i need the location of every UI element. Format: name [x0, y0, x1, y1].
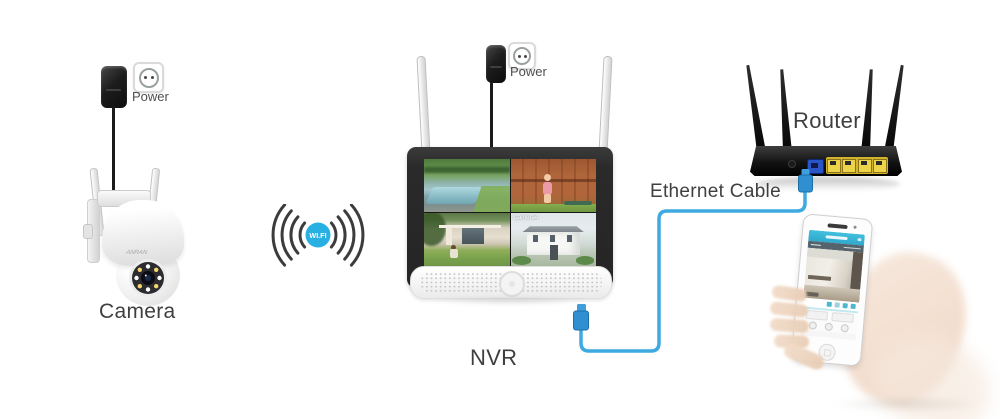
feed-detail — [510, 178, 596, 182]
app-header-action — [857, 238, 862, 241]
record-icon — [834, 302, 840, 308]
audio-icon — [842, 303, 848, 309]
nvr-antenna-right — [598, 55, 613, 155]
feed-detail — [564, 201, 592, 206]
feed-detail — [532, 235, 538, 243]
router-lan-ports — [826, 157, 888, 174]
status-text-left — [810, 243, 821, 246]
lan-port — [827, 158, 842, 173]
feed-detail — [575, 256, 595, 265]
control-button — [840, 323, 850, 333]
feed-detail — [549, 235, 555, 243]
feed-detail — [808, 274, 831, 281]
outlet-hole — [151, 76, 154, 80]
feed-detail — [461, 228, 484, 244]
nvr-antenna-left — [416, 55, 431, 155]
feed-detail — [424, 167, 510, 174]
router-antenna-4 — [884, 64, 907, 152]
camera-mount-knob — [83, 224, 93, 239]
outlet-hole — [518, 55, 521, 59]
feed-detail — [566, 235, 572, 243]
wifi-symbol: WI.FI — [271, 204, 365, 267]
nvr-power-adapter — [486, 45, 506, 83]
lan-port — [857, 158, 872, 173]
phone-earpiece — [827, 223, 848, 230]
router-label: Router — [793, 108, 861, 133]
feed-detail — [542, 181, 552, 195]
nvr-feed-white-house: Camera4 — [510, 213, 596, 266]
nvr-feed-garden-pool — [424, 159, 510, 212]
snapshot-icon — [826, 301, 832, 308]
nvr-feed-modern-house — [424, 213, 510, 266]
control-field — [831, 312, 854, 323]
outlet-ring — [138, 67, 159, 88]
nvr-shadow — [430, 297, 590, 305]
app-title-placeholder — [825, 235, 848, 240]
feed-detail — [543, 174, 551, 182]
feed-detail — [526, 231, 580, 255]
camera-power-adapter — [101, 66, 127, 108]
router-antenna-1 — [743, 64, 766, 152]
camera-power-cord — [112, 106, 115, 194]
outlet-ring — [513, 47, 531, 65]
nvr-screen: Camera4 — [424, 159, 596, 266]
feed-detail — [424, 213, 447, 246]
camera-power-label: Power — [132, 89, 169, 104]
router-button — [788, 160, 796, 168]
feed-name-badge: Camera4 — [513, 215, 539, 221]
app-live-view — [803, 247, 864, 303]
camera-lens — [129, 259, 167, 297]
phone-screen-camera-app — [799, 229, 865, 341]
outlet-hole — [144, 76, 147, 80]
feed-detail — [425, 186, 483, 204]
rj45-tip-nvr — [577, 304, 586, 314]
fullscreen-icon — [850, 303, 856, 310]
router-wan-port — [807, 159, 824, 174]
feed-detail — [512, 256, 531, 265]
control-button — [808, 321, 818, 330]
wifi-waves — [271, 204, 365, 267]
nvr-center-button — [499, 271, 525, 297]
status-text-right — [843, 246, 861, 250]
rj45-connector-nvr — [573, 310, 589, 331]
power-outlet-icon — [508, 42, 536, 70]
feed-detail — [449, 249, 458, 259]
lan-port — [842, 158, 857, 173]
feed-detail — [439, 225, 501, 228]
feed-detail — [549, 244, 558, 260]
camera-brand-logo: ANRAN — [125, 250, 148, 256]
hand-finger — [769, 301, 809, 318]
hand-shadow — [830, 396, 980, 412]
hand-finger — [769, 317, 810, 334]
ethernet-cable-label: Ethernet Cable — [650, 181, 781, 202]
phone-front-camera — [853, 225, 857, 229]
outlet-hole — [524, 55, 527, 59]
power-outlet-icon — [133, 62, 164, 93]
feed-detail — [543, 193, 551, 203]
camera-housing — [102, 200, 184, 266]
lan-port — [872, 158, 887, 173]
wifi-text: WI.FI — [309, 231, 326, 240]
nvr-power-cord — [490, 82, 493, 152]
feed-detail — [510, 203, 596, 212]
feed-detail — [522, 226, 585, 233]
control-field — [805, 309, 829, 321]
router-body — [750, 146, 902, 176]
nvr-feed-backyard-fence — [510, 159, 596, 212]
nvr-speaker-base — [410, 266, 612, 299]
nvr-label: NVR — [470, 345, 518, 370]
router-antenna-3 — [861, 69, 876, 152]
feed-detail — [450, 244, 456, 250]
camera-label: Camera — [99, 300, 176, 323]
control-button — [824, 322, 834, 332]
nvr-power-label: Power — [510, 64, 547, 79]
wifi-circle — [305, 222, 331, 248]
router-reflection — [755, 177, 900, 191]
feed-detail — [446, 227, 453, 245]
router-antenna-2 — [777, 69, 792, 152]
